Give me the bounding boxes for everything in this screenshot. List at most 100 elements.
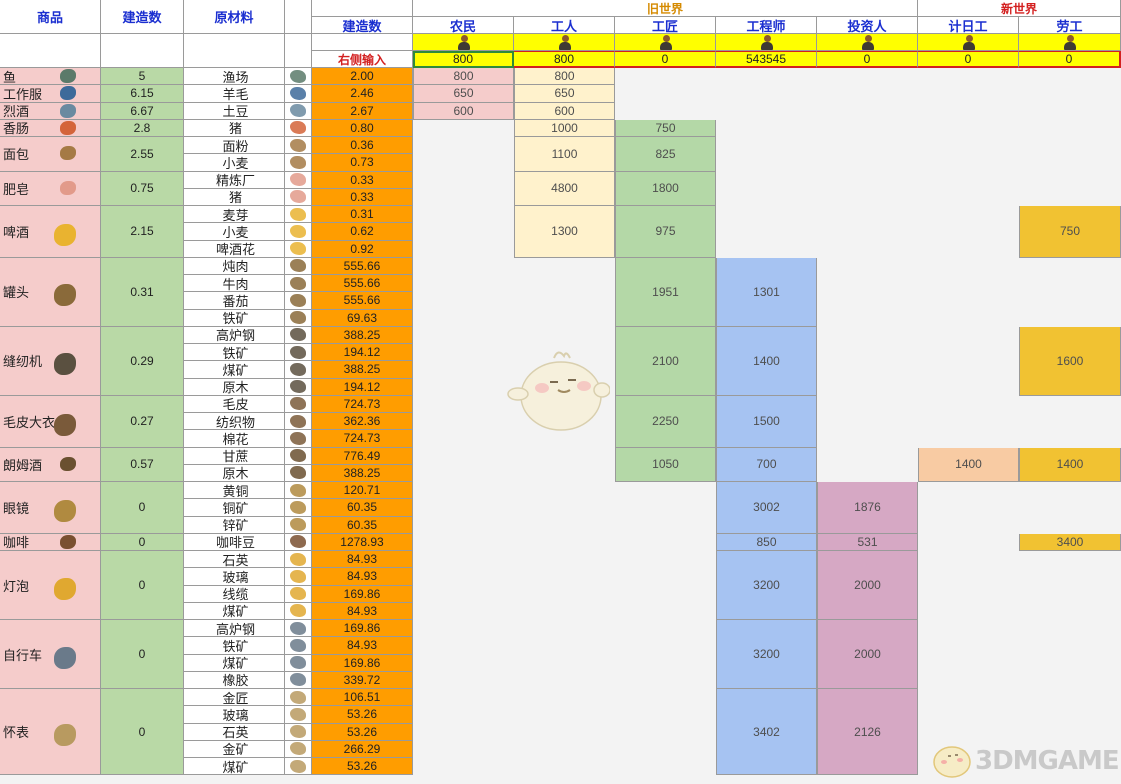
blank-cell[interactable] [285, 34, 312, 68]
material-build-count[interactable]: 169.86 [312, 585, 413, 603]
product-build-count[interactable]: 0 [101, 620, 184, 689]
tier-need-value[interactable]: 800 [514, 68, 615, 86]
tier-need-value[interactable]: 1400 [716, 326, 817, 396]
material-build-count[interactable]: 60.35 [312, 499, 413, 517]
tier-need-value[interactable]: 3002 [716, 482, 817, 534]
material-name[interactable]: 黄铜 [184, 482, 285, 500]
tier-header-1[interactable]: 工人 [514, 17, 615, 34]
material-build-count[interactable]: 724.73 [312, 395, 413, 413]
material-build-count[interactable]: 84.93 [312, 551, 413, 569]
product-build-count[interactable]: 6.15 [101, 85, 184, 103]
material-build-count[interactable]: 53.26 [312, 723, 413, 741]
tier-need-value[interactable]: 1300 [514, 206, 615, 258]
tier-need-value[interactable]: 2100 [615, 326, 716, 396]
tier-population-input-4[interactable]: 0 [817, 51, 918, 68]
material-name[interactable]: 面粉 [184, 137, 285, 155]
material-name[interactable]: 番茄 [184, 292, 285, 310]
product-name-cell[interactable]: 肥皂 [0, 171, 101, 206]
tier-need-value[interactable]: 1951 [615, 257, 716, 327]
material-name[interactable]: 麦芽 [184, 206, 285, 224]
material-build-count[interactable]: 53.26 [312, 758, 413, 776]
material-build-count[interactable]: 53.26 [312, 706, 413, 724]
product-name-cell[interactable]: 面包 [0, 137, 101, 172]
header-material-build-count[interactable]: 建造数 [312, 17, 413, 34]
material-build-count[interactable]: 60.35 [312, 516, 413, 534]
material-build-count[interactable]: 724.73 [312, 430, 413, 448]
header-build-count[interactable]: 建造数 [101, 0, 184, 34]
product-name-cell[interactable]: 啤酒 [0, 206, 101, 258]
material-name[interactable]: 玻璃 [184, 706, 285, 724]
header-old-world[interactable]: 旧世界 [413, 0, 918, 17]
tier-need-value[interactable]: 2000 [817, 620, 918, 689]
material-name[interactable]: 棉花 [184, 430, 285, 448]
tier-population-input-2[interactable]: 0 [615, 51, 716, 68]
material-build-count[interactable]: 120.71 [312, 482, 413, 500]
tier-need-value[interactable]: 800 [413, 68, 514, 86]
blank-cell[interactable] [101, 34, 184, 68]
tier-need-value[interactable]: 3200 [716, 620, 817, 689]
tier-need-value[interactable]: 1050 [615, 447, 716, 482]
tier-need-value[interactable]: 1800 [615, 171, 716, 206]
tier-need-value[interactable]: 531 [817, 533, 918, 551]
material-build-count[interactable]: 194.12 [312, 344, 413, 362]
product-build-count[interactable]: 5 [101, 68, 184, 86]
material-name[interactable]: 煤矿 [184, 361, 285, 379]
material-name[interactable]: 精炼厂 [184, 171, 285, 189]
product-name-cell[interactable]: 怀表 [0, 689, 101, 776]
product-name-cell[interactable]: 眼镜 [0, 482, 101, 534]
material-build-count[interactable]: 0.80 [312, 119, 413, 137]
tier-population-input-1[interactable]: 800 [514, 51, 615, 68]
tier-need-value[interactable]: 1876 [817, 482, 918, 534]
material-build-count[interactable]: 0.36 [312, 137, 413, 155]
tier-need-value[interactable]: 3402 [716, 689, 817, 776]
material-name[interactable]: 毛皮 [184, 395, 285, 413]
tier-need-value[interactable]: 2126 [817, 689, 918, 776]
header-blank[interactable] [285, 0, 312, 34]
tier-need-value[interactable]: 1400 [1019, 447, 1121, 482]
material-name[interactable]: 原木 [184, 378, 285, 396]
material-build-count[interactable]: 69.63 [312, 309, 413, 327]
product-name-cell[interactable]: 朗姆酒 [0, 447, 101, 482]
material-build-count[interactable]: 2.00 [312, 68, 413, 86]
blank-cell[interactable] [184, 34, 285, 68]
tier-population-input-3[interactable]: 543545 [716, 51, 817, 68]
material-name[interactable]: 锌矿 [184, 516, 285, 534]
material-build-count[interactable]: 106.51 [312, 689, 413, 707]
material-name[interactable]: 铁矿 [184, 637, 285, 655]
tier-need-value[interactable]: 1600 [1019, 326, 1121, 396]
tier-need-value[interactable]: 3400 [1019, 533, 1121, 551]
material-name[interactable]: 石英 [184, 723, 285, 741]
material-build-count[interactable]: 776.49 [312, 447, 413, 465]
material-name[interactable]: 土豆 [184, 102, 285, 120]
material-build-count[interactable]: 388.25 [312, 361, 413, 379]
tier-need-value[interactable]: 750 [615, 119, 716, 137]
product-name-cell[interactable]: 灯泡 [0, 551, 101, 620]
product-name-cell[interactable]: 自行车 [0, 620, 101, 689]
tier-header-5[interactable]: 计日工 [918, 17, 1019, 34]
blank-cell[interactable] [0, 34, 101, 68]
header-new-world[interactable]: 新世界 [918, 0, 1121, 17]
material-name[interactable]: 小麦 [184, 223, 285, 241]
material-build-count[interactable]: 2.67 [312, 102, 413, 120]
material-build-count[interactable]: 1278.93 [312, 533, 413, 551]
material-build-count[interactable]: 84.93 [312, 568, 413, 586]
product-name-cell[interactable]: 毛皮大衣 [0, 395, 101, 448]
material-build-count[interactable]: 266.29 [312, 740, 413, 758]
tier-need-value[interactable]: 600 [514, 102, 615, 120]
product-build-count[interactable]: 0.27 [101, 395, 184, 448]
material-build-count[interactable]: 339.72 [312, 671, 413, 689]
product-build-count[interactable]: 0.29 [101, 326, 184, 396]
material-build-count[interactable]: 0.62 [312, 223, 413, 241]
tier-need-value[interactable]: 3200 [716, 551, 817, 620]
material-name[interactable]: 橡胶 [184, 671, 285, 689]
material-name[interactable]: 猪 [184, 119, 285, 137]
tier-need-value[interactable]: 1500 [716, 395, 817, 448]
material-name[interactable]: 线缆 [184, 585, 285, 603]
product-build-count[interactable]: 2.8 [101, 119, 184, 137]
tier-need-value[interactable]: 4800 [514, 171, 615, 206]
material-build-count[interactable]: 169.86 [312, 620, 413, 638]
tier-need-value[interactable]: 700 [716, 447, 817, 482]
material-build-count[interactable]: 0.73 [312, 154, 413, 172]
material-build-count[interactable]: 388.25 [312, 464, 413, 482]
tier-need-value[interactable]: 1000 [514, 119, 615, 137]
